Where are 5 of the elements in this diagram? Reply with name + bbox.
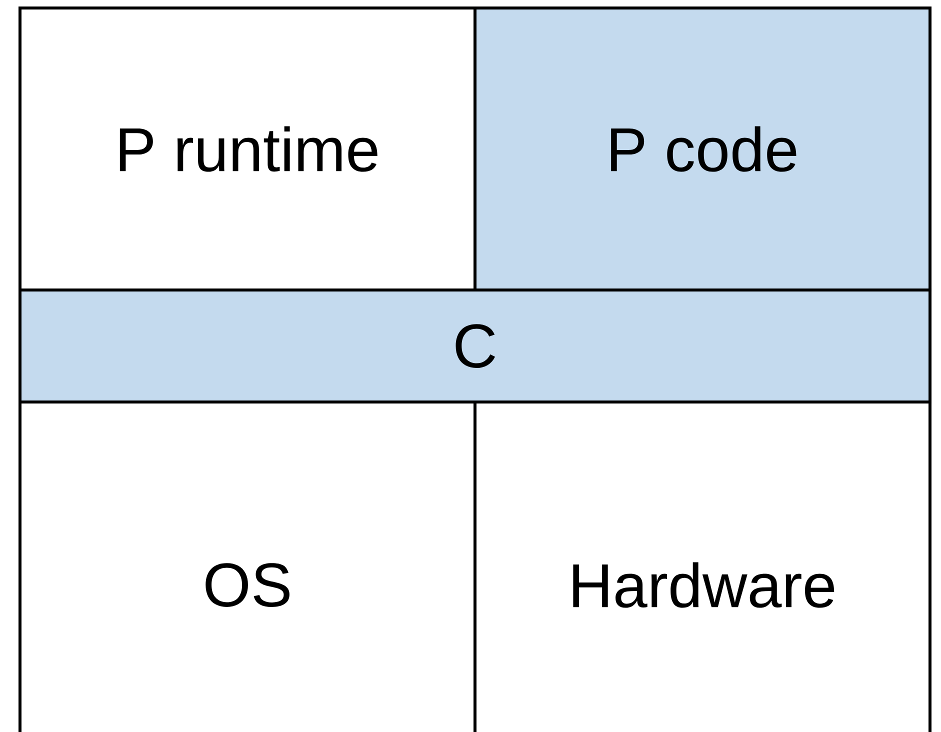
stack-box: Hardware: [474, 400, 932, 732]
stack-box: P code: [474, 6, 932, 292]
stack-box: P runtime: [18, 6, 476, 292]
stack-box: OS: [18, 400, 476, 732]
layer-band: C: [18, 288, 932, 404]
